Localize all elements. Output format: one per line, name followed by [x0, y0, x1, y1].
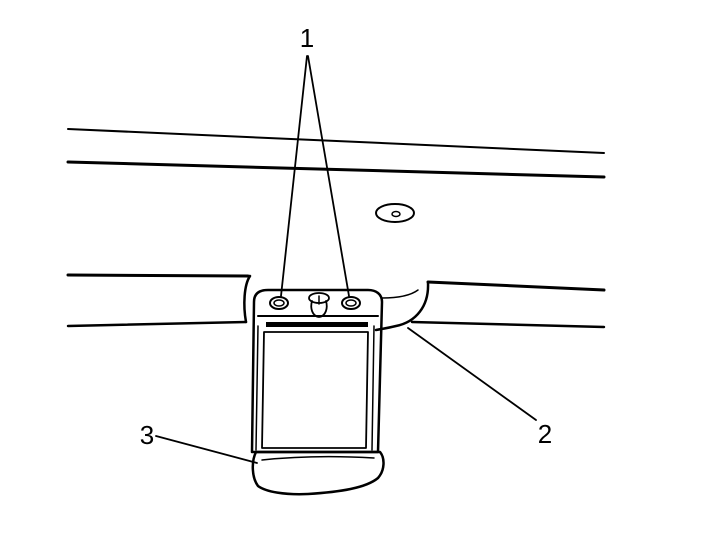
- visor-handle: [251, 450, 385, 496]
- leader-3: [155, 435, 258, 464]
- leader-1-right: [307, 55, 350, 297]
- screw-right-head: [341, 296, 361, 310]
- screw-left-recess: [273, 299, 285, 307]
- leader-1-left: [280, 55, 308, 297]
- panel-edge-line-middle: [66, 160, 606, 179]
- handle-outline: [251, 450, 385, 496]
- visor-panel-inner: [261, 331, 369, 449]
- panel-edge-line-upper: [67, 128, 605, 154]
- panel-edge-line-lower-right: [426, 280, 606, 292]
- headliner-panel: [66, 128, 606, 329]
- center-pivot-clip: [308, 292, 330, 318]
- screw-left: [269, 296, 289, 310]
- pivot-clip-stem: [310, 300, 328, 318]
- callout-1: 1: [300, 23, 314, 53]
- housing-left-lip: [243, 274, 252, 324]
- visor-edge-left: [255, 325, 259, 451]
- mounting-housing: [243, 274, 430, 332]
- oval-fastener-hole: [391, 210, 401, 218]
- visor-strip: [266, 322, 368, 327]
- screw-right-recess: [345, 299, 357, 307]
- panel-oval-fastener: [375, 203, 415, 223]
- panel-bottom-line-left: [66, 320, 248, 328]
- visor-assembly: [250, 288, 384, 454]
- visor-body-outline: [250, 288, 384, 454]
- panel-edge-line-lower-left: [66, 273, 250, 278]
- callout-3: 3: [140, 420, 154, 450]
- panel-bottom-line-right: [410, 320, 606, 329]
- screw-left-head: [269, 296, 289, 310]
- housing-right-inner: [381, 289, 419, 299]
- callout-2: 2: [538, 419, 552, 449]
- oval-fastener-outer: [375, 203, 415, 223]
- leader-2: [407, 327, 537, 421]
- screw-right: [341, 296, 361, 310]
- handle-inner-line: [261, 455, 375, 461]
- leader-lines: [155, 55, 537, 464]
- visor-edge-right: [371, 325, 375, 451]
